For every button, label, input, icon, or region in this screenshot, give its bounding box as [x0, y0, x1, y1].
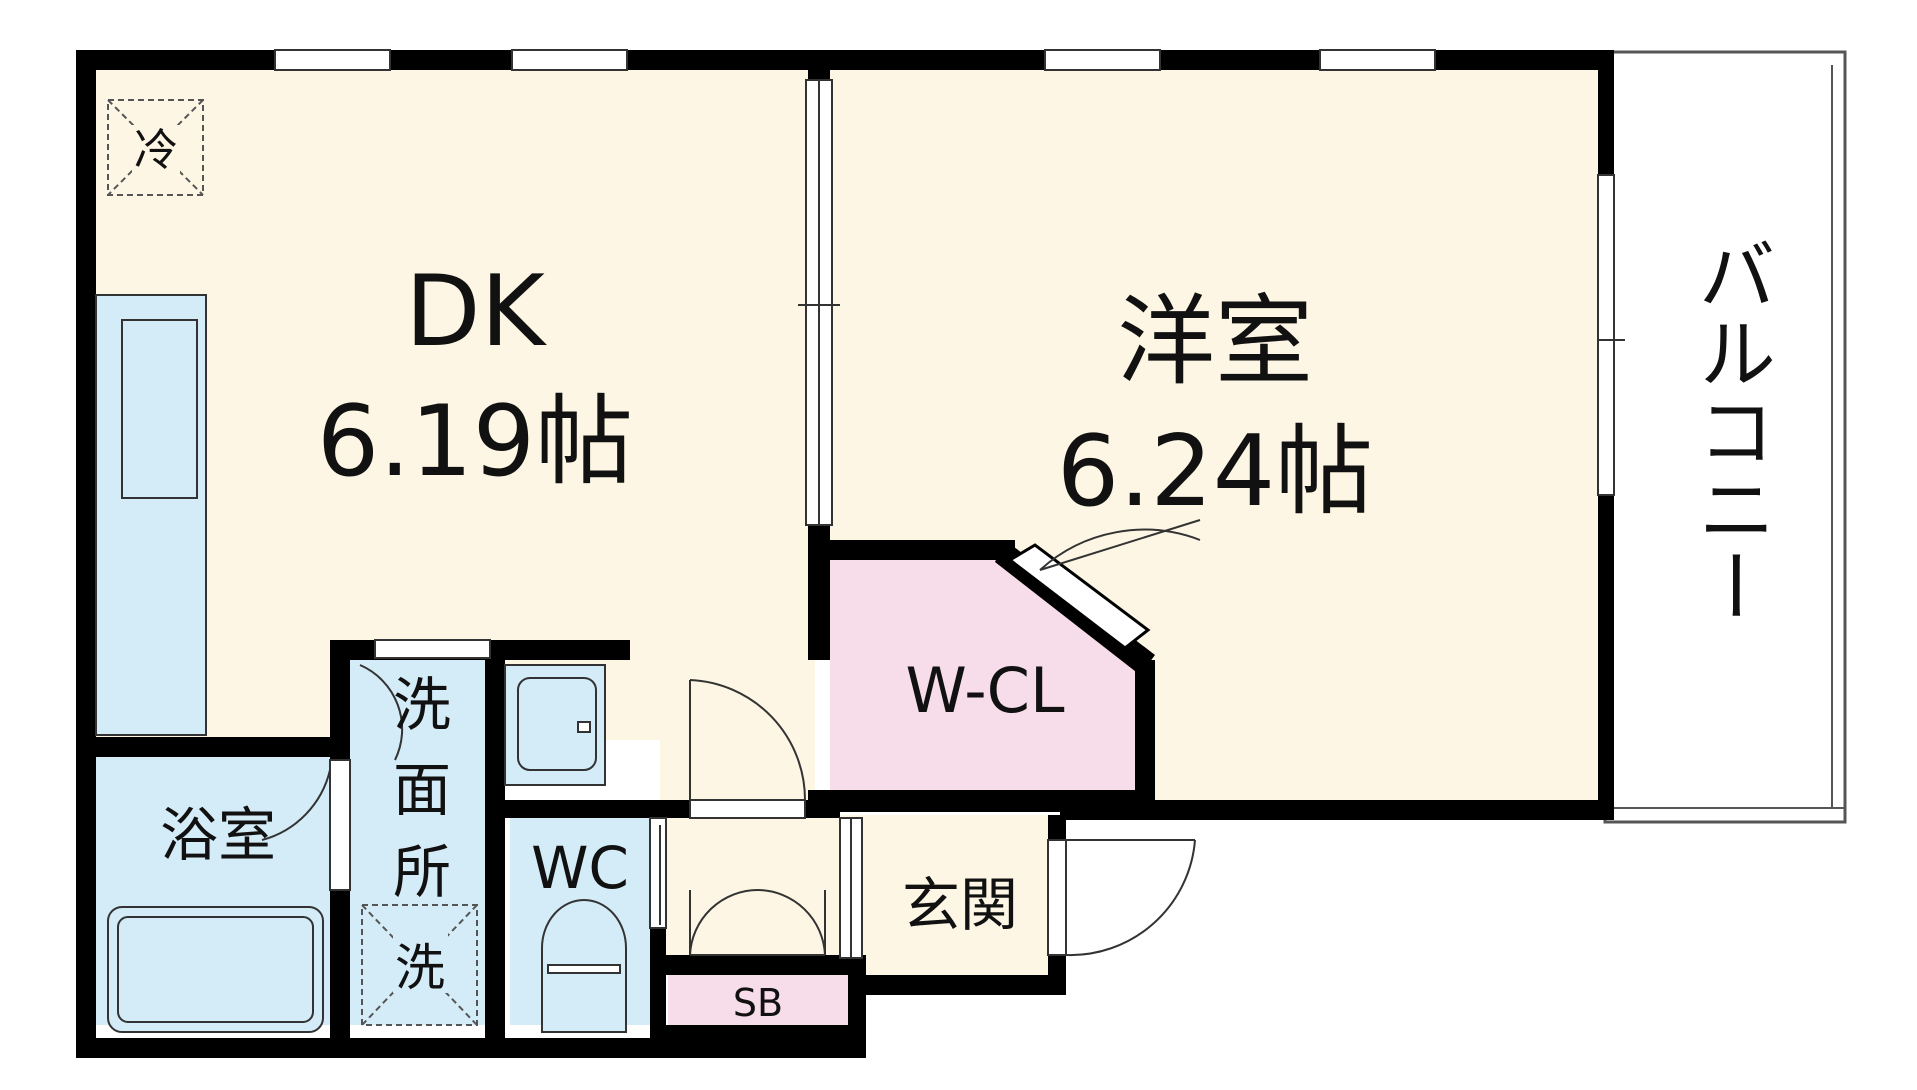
fridge-space — [107, 99, 204, 196]
washroom-label-1: 洗 — [393, 671, 451, 739]
fridge-label-bg — [132, 125, 180, 173]
entrance-floor — [865, 815, 1055, 975]
wall-sb-right — [848, 955, 866, 1058]
wall-entrance-bottom — [848, 975, 1066, 995]
entrance-label: 玄関 — [902, 871, 1018, 939]
door-bathroom — [261, 759, 351, 891]
sliding-door-dk-western — [798, 79, 840, 526]
shoe-box-floor — [668, 975, 848, 1025]
door-toilet — [649, 817, 667, 929]
toilet-fixture — [541, 899, 627, 1033]
washroom-label-2: 面 — [393, 756, 451, 824]
toilet-label: WC — [531, 834, 629, 902]
wall-sb-top — [650, 955, 866, 975]
windows — [274, 49, 1625, 659]
fridge-label: 冷 — [134, 125, 178, 176]
balcony-label: バルコニー — [1685, 235, 1775, 625]
door-entrance — [1047, 839, 1196, 957]
balcony-area — [1603, 50, 1847, 824]
washer-label-bg — [393, 933, 448, 993]
wall-dk-bottom — [76, 737, 336, 757]
shoe-box-label: SB — [733, 981, 783, 1025]
wall-hall-right — [1060, 800, 1150, 820]
washer-label: 洗 — [395, 939, 445, 997]
dk-room-size: 6.19帖 — [317, 385, 633, 499]
door-dk-hall — [689, 679, 807, 819]
wall-wcl-right — [1135, 660, 1155, 810]
window-dk-1 — [274, 49, 391, 71]
corridor-floor — [665, 815, 865, 955]
hall-floor — [660, 660, 815, 820]
window-western-2 — [1319, 49, 1436, 71]
wall-sb-bottom — [650, 1025, 866, 1058]
bathtub — [107, 906, 324, 1033]
window-wash-top — [374, 639, 491, 659]
wall-wcl-top — [820, 540, 1015, 560]
walk-in-closet-label: W-CL — [906, 654, 1065, 727]
door-washroom — [359, 664, 404, 761]
wall-top — [76, 50, 1612, 70]
western-room-size: 6.24帖 — [1057, 415, 1373, 529]
kitchen-counter — [95, 294, 207, 736]
window-western-1 — [1044, 49, 1161, 71]
door-shoe-box — [689, 888, 826, 956]
window-balcony-door — [1597, 174, 1615, 496]
dk-floor — [96, 70, 813, 740]
window-dk-2 — [511, 49, 628, 71]
dk-room-name: DK — [405, 255, 547, 369]
washbasin — [504, 664, 606, 786]
western-room-name: 洋室 — [1117, 285, 1313, 399]
swing-doors — [261, 519, 1201, 959]
bathroom-label: 浴室 — [160, 801, 276, 869]
door-wcl — [1007, 519, 1201, 650]
washroom-label-3: 所 — [393, 838, 451, 906]
wall-wash-right — [485, 640, 505, 1058]
corridor-divider — [839, 817, 863, 959]
wall-bottom-right — [1140, 800, 1614, 820]
wall-left — [76, 50, 96, 1058]
